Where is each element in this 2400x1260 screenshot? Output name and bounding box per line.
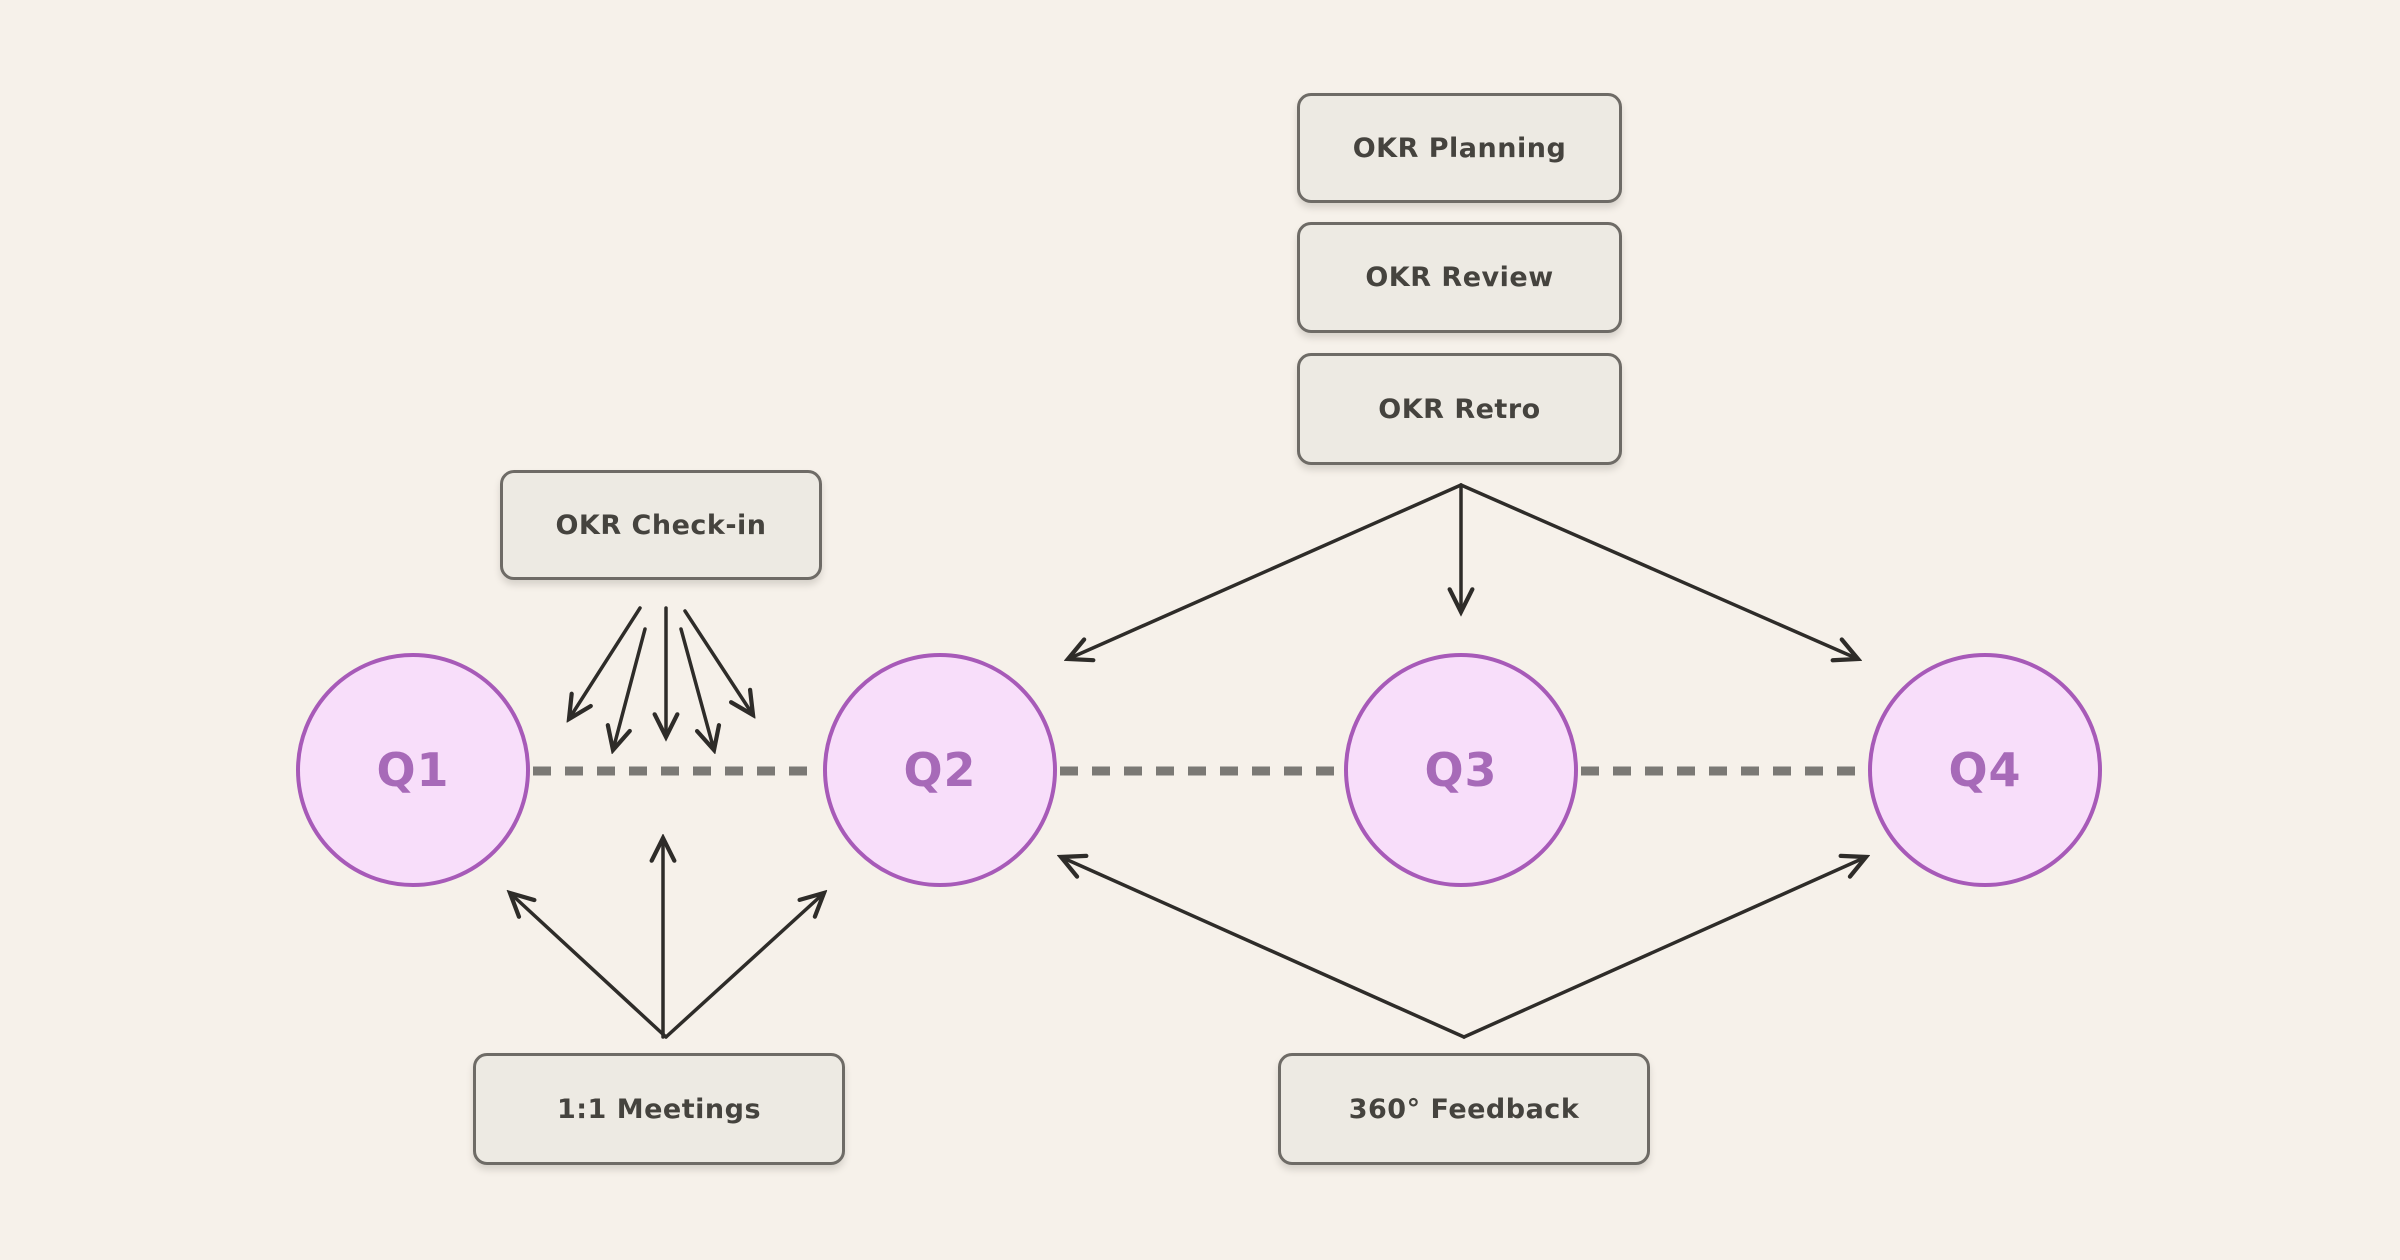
quarter-node-q1[interactable]: Q1 <box>296 653 530 887</box>
activity-box-360-feedback[interactable]: 360° Feedback <box>1278 1053 1650 1165</box>
activity-box-okr-retro[interactable]: OKR Retro <box>1297 353 1622 465</box>
quarter-q4-label: Q4 <box>1948 743 2022 797</box>
arrow-meetings-to-q1 <box>510 893 668 1039</box>
arrow-check-in-1 <box>569 606 642 719</box>
arrow-check-in-4 <box>679 627 714 750</box>
activity-box-okr-check-in[interactable]: OKR Check-in <box>500 470 822 580</box>
quarter-q2-label: Q2 <box>903 743 977 797</box>
okr-retro-label: OKR Retro <box>1378 393 1541 425</box>
activity-box-okr-review[interactable]: OKR Review <box>1297 222 1622 333</box>
arrow-check-in-2 <box>613 627 647 750</box>
activity-box-one-on-one-meetings[interactable]: 1:1 Meetings <box>473 1053 845 1165</box>
feedback-360-label: 360° Feedback <box>1348 1093 1580 1125</box>
quarter-node-q3[interactable]: Q3 <box>1344 653 1578 887</box>
okr-check-in-label: OKR Check-in <box>555 509 767 541</box>
quarter-q1-label: Q1 <box>376 743 450 797</box>
quarter-node-q2[interactable]: Q2 <box>823 653 1057 887</box>
arrow-feedback-to-q4 <box>1462 857 1866 1039</box>
activity-box-okr-planning[interactable]: OKR Planning <box>1297 93 1622 203</box>
quarter-node-q4[interactable]: Q4 <box>1868 653 2102 887</box>
arrow-okr-stack-to-q4 <box>1459 483 1858 659</box>
okr-planning-label: OKR Planning <box>1352 132 1567 164</box>
arrow-feedback-to-q2 <box>1061 857 1466 1039</box>
arrow-okr-stack-to-q2 <box>1068 483 1463 659</box>
arrow-meetings-to-q2 <box>664 893 824 1039</box>
okr-review-label: OKR Review <box>1365 262 1554 293</box>
quarter-q3-label: Q3 <box>1424 743 1498 797</box>
arrow-check-in-5 <box>683 609 753 715</box>
one-on-one-meetings-label: 1:1 Meetings <box>556 1093 762 1125</box>
